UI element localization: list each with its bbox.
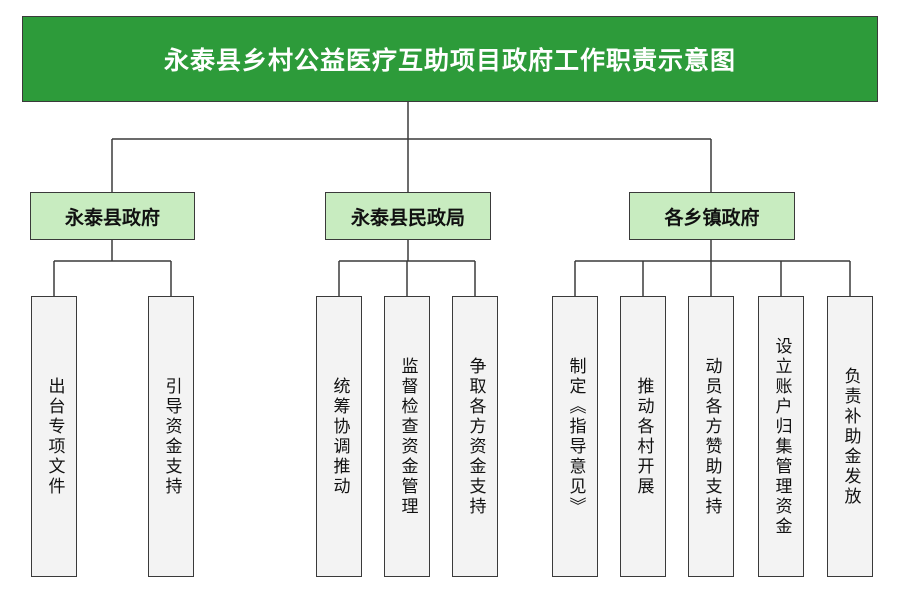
node-township-governments: 各乡镇政府: [629, 192, 795, 240]
duty-label: 统筹协调推动: [329, 376, 350, 497]
node-duty-mobilize-sponsors: 动员各方赞助支持: [688, 296, 734, 577]
diagram-title: 永泰县乡村公益医疗互助项目政府工作职责示意图: [163, 46, 736, 75]
node-duty-disburse-subsidies: 负责补助金发放: [827, 296, 873, 577]
diagram-title-box: 永泰县乡村公益医疗互助项目政府工作职责示意图: [22, 16, 878, 102]
node-duty-promote-villages: 推动各村开展: [620, 296, 666, 577]
duty-label: 监督检查资金管理: [397, 356, 418, 517]
duty-label: 争取各方资金支持: [465, 356, 486, 517]
node-duty-manage-accounts: 设立账户归集管理资金: [758, 296, 804, 577]
duty-label: 引导资金支持: [161, 376, 182, 497]
node-duty-issue-documents: 出台专项文件: [31, 296, 77, 577]
duty-label: 设立账户归集管理资金: [771, 336, 792, 537]
node-civil-affairs-bureau: 永泰县民政局: [325, 192, 491, 240]
node-duty-coordinate: 统筹协调推动: [316, 296, 362, 577]
node-duty-seek-support: 争取各方资金支持: [452, 296, 498, 577]
duty-label: 推动各村开展: [633, 376, 654, 497]
duty-label: 动员各方赞助支持: [701, 356, 722, 517]
node-duty-supervise-funds: 监督检查资金管理: [384, 296, 430, 577]
node-duty-guide-funding: 引导资金支持: [148, 296, 194, 577]
node-county-government: 永泰县政府: [30, 192, 195, 240]
duty-label: 负责补助金发放: [840, 366, 861, 507]
duty-label: 制定《指导意见》: [565, 356, 586, 517]
node-duty-draft-guidance: 制定《指导意见》: [552, 296, 598, 577]
duty-label: 出台专项文件: [44, 376, 65, 497]
